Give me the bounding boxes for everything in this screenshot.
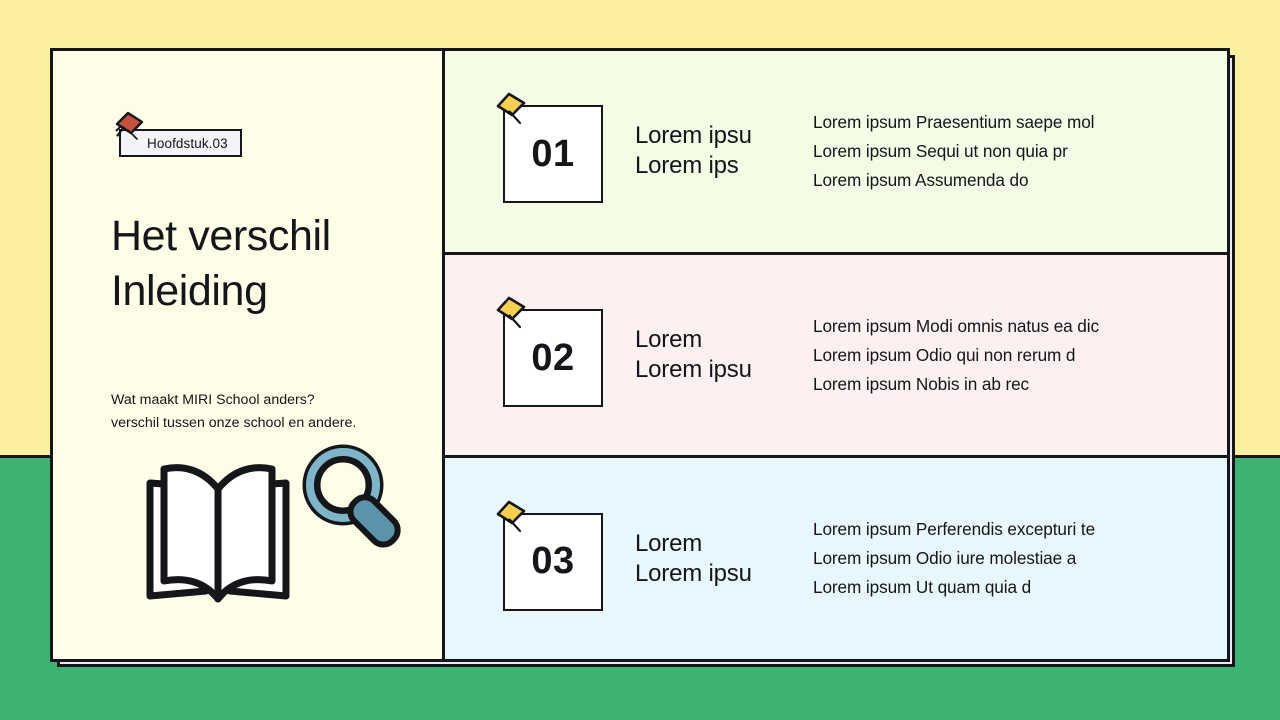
content-row[interactable]: 01 Lorem ipsu Lorem ips Lorem ipsum Prae… — [445, 51, 1227, 252]
page-subtitle-line-1: Wat maakt MIRI School anders? — [111, 392, 315, 408]
row-heading-line-1: Lorem — [635, 326, 703, 353]
row-body-line: Lorem ipsum Praesentium saepe mol — [813, 111, 1095, 132]
row-body: Lorem ipsum Modi omnis natus ea dic Lore… — [813, 312, 1227, 399]
left-panel: Hoofdstuk.03 Het verschil Inleiding Wat … — [53, 51, 445, 659]
step-number-tile: 02 — [496, 296, 607, 407]
row-body: Lorem ipsum Praesentium saepe mol Lorem … — [813, 108, 1227, 195]
illustration-group — [146, 444, 401, 603]
page-subtitle-line-2: verschil tussen onze school en andere. — [111, 414, 357, 431]
page-title: Het verschil Inleiding — [111, 209, 431, 319]
content-row[interactable]: 03 Lorem Lorem ipsu Lorem ipsum Perferen… — [445, 455, 1227, 659]
row-heading-line-2: Lorem ipsu — [635, 559, 752, 587]
row-body-line: Lorem ipsum Odio qui non rerum d — [813, 344, 1076, 365]
magnifying-glass-icon — [302, 444, 401, 548]
row-body-line: Lorem ipsum Nobis in ab rec — [813, 373, 1030, 394]
row-heading-line-1: Lorem — [635, 529, 703, 557]
row-body-line: Lorem ipsum Assumenda do — [813, 169, 1029, 190]
row-body-line: Lorem ipsum Ut quam quia d — [813, 577, 1032, 598]
step-number: 02 — [503, 309, 603, 407]
step-number-tile: 03 — [496, 500, 607, 611]
row-body-line: Lorem ipsum Sequi ut non quia pr — [813, 140, 1068, 161]
slide-card: Hoofdstuk.03 Het verschil Inleiding Wat … — [50, 48, 1230, 662]
step-number: 03 — [503, 512, 603, 611]
row-body-line: Lorem ipsum Perferendis excepturi te — [813, 519, 1096, 540]
page-title-line-2: Inleiding — [111, 267, 268, 315]
row-heading-line-2: Lorem ips — [635, 152, 739, 180]
chapter-badge-label: Hoofdstuk.03 — [147, 135, 228, 151]
row-body-line: Lorem ipsum Modi omnis natus ea dic — [813, 315, 1099, 336]
row-heading-line-2: Lorem ipsu — [635, 356, 752, 383]
step-number-tile: 01 — [496, 93, 607, 204]
content-row[interactable]: 02 Lorem Lorem ipsu Lorem ipsum Modi omn… — [445, 251, 1227, 456]
chapter-badge-box[interactable]: Hoofdstuk.03 — [119, 129, 242, 157]
row-heading: Lorem Lorem ipsu — [635, 529, 807, 589]
row-body: Lorem ipsum Perferendis excepturi te Lor… — [813, 515, 1227, 602]
row-body-line: Lorem ipsum Odio iure molestiae a — [813, 548, 1077, 569]
step-number: 01 — [503, 105, 603, 204]
row-heading-line-1: Lorem ipsu — [635, 122, 752, 150]
page-subtitle: Wat maakt MIRI School anders? verschil t… — [111, 389, 423, 434]
chapter-badge[interactable]: Hoofdstuk.03 — [111, 111, 311, 161]
row-heading: Lorem ipsu Lorem ips — [635, 121, 807, 181]
row-heading: Lorem Lorem ipsu — [635, 325, 807, 385]
open-book-icon — [146, 464, 290, 603]
page-title-line-1: Het verschil — [111, 212, 331, 260]
right-panel: 01 Lorem ipsu Lorem ips Lorem ipsum Prae… — [445, 51, 1227, 659]
